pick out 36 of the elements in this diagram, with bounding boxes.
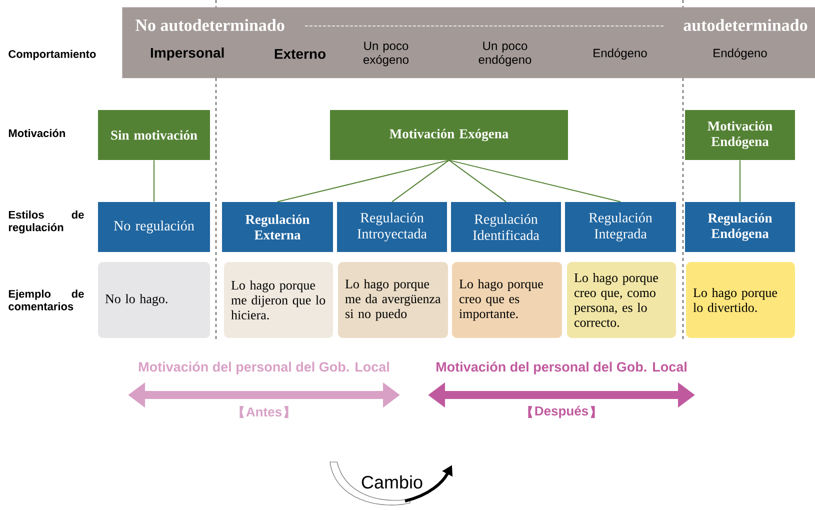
comment-box: Lo hago porque lo divertido. bbox=[686, 262, 795, 338]
comment-box: Lo hago porque creo que, como persona, es lo correcto. bbox=[567, 262, 676, 338]
motivation-box: Sin motivación bbox=[98, 110, 210, 160]
caption: Después bbox=[535, 406, 588, 418]
change-label: Cambio bbox=[362, 475, 422, 489]
comment-box: Lo hago porque creo que es importante. bbox=[452, 262, 562, 338]
connector bbox=[448, 160, 506, 202]
regulation-box: No regulación bbox=[98, 202, 210, 252]
motivation-box: Motivación Endógena bbox=[685, 110, 795, 160]
regulation-box: Regulación Externa bbox=[222, 202, 333, 252]
band-text: Un poco endógeno bbox=[478, 42, 532, 66]
caption: Motivación del personal del Gob. Local bbox=[139, 362, 389, 374]
regulation-box: Regulación Endógena bbox=[685, 202, 795, 252]
row-label: Motivación bbox=[8, 128, 65, 138]
connector bbox=[448, 160, 621, 202]
band-text: Endógeno bbox=[594, 48, 647, 60]
comment-box: Lo hago porque me dijeron que lo hiciera. bbox=[224, 262, 333, 338]
regulation-box: Regulación Introyectada bbox=[337, 202, 447, 252]
row-label: Comportamiento bbox=[8, 50, 96, 60]
row-label: Estilos de regulación bbox=[8, 210, 84, 234]
caption: Antes bbox=[246, 407, 282, 417]
band-heading: autodeterminado bbox=[684, 19, 808, 31]
caption: Motivación del personal del Gob. Local bbox=[436, 362, 686, 374]
comment-box: No lo hago. bbox=[98, 262, 210, 338]
connector bbox=[277, 160, 450, 202]
band-text: Endógeno bbox=[714, 48, 767, 60]
connector bbox=[392, 160, 450, 202]
comment-box: Lo hago porque me da avergüenza si no puedo bbox=[338, 262, 448, 338]
motivation-box: Motivación Exógena bbox=[330, 110, 568, 160]
row-label: Ejemplo de comentarios bbox=[8, 290, 84, 310]
band-heading: No autodeterminado bbox=[136, 19, 284, 31]
band-text: Impersonal bbox=[150, 47, 224, 61]
regulation-box: Regulación Integrada bbox=[565, 202, 676, 252]
regulation-box: Regulación Identificada bbox=[451, 202, 561, 252]
band-text: Un poco exógeno bbox=[363, 42, 408, 66]
band-text: Externo bbox=[274, 49, 326, 59]
